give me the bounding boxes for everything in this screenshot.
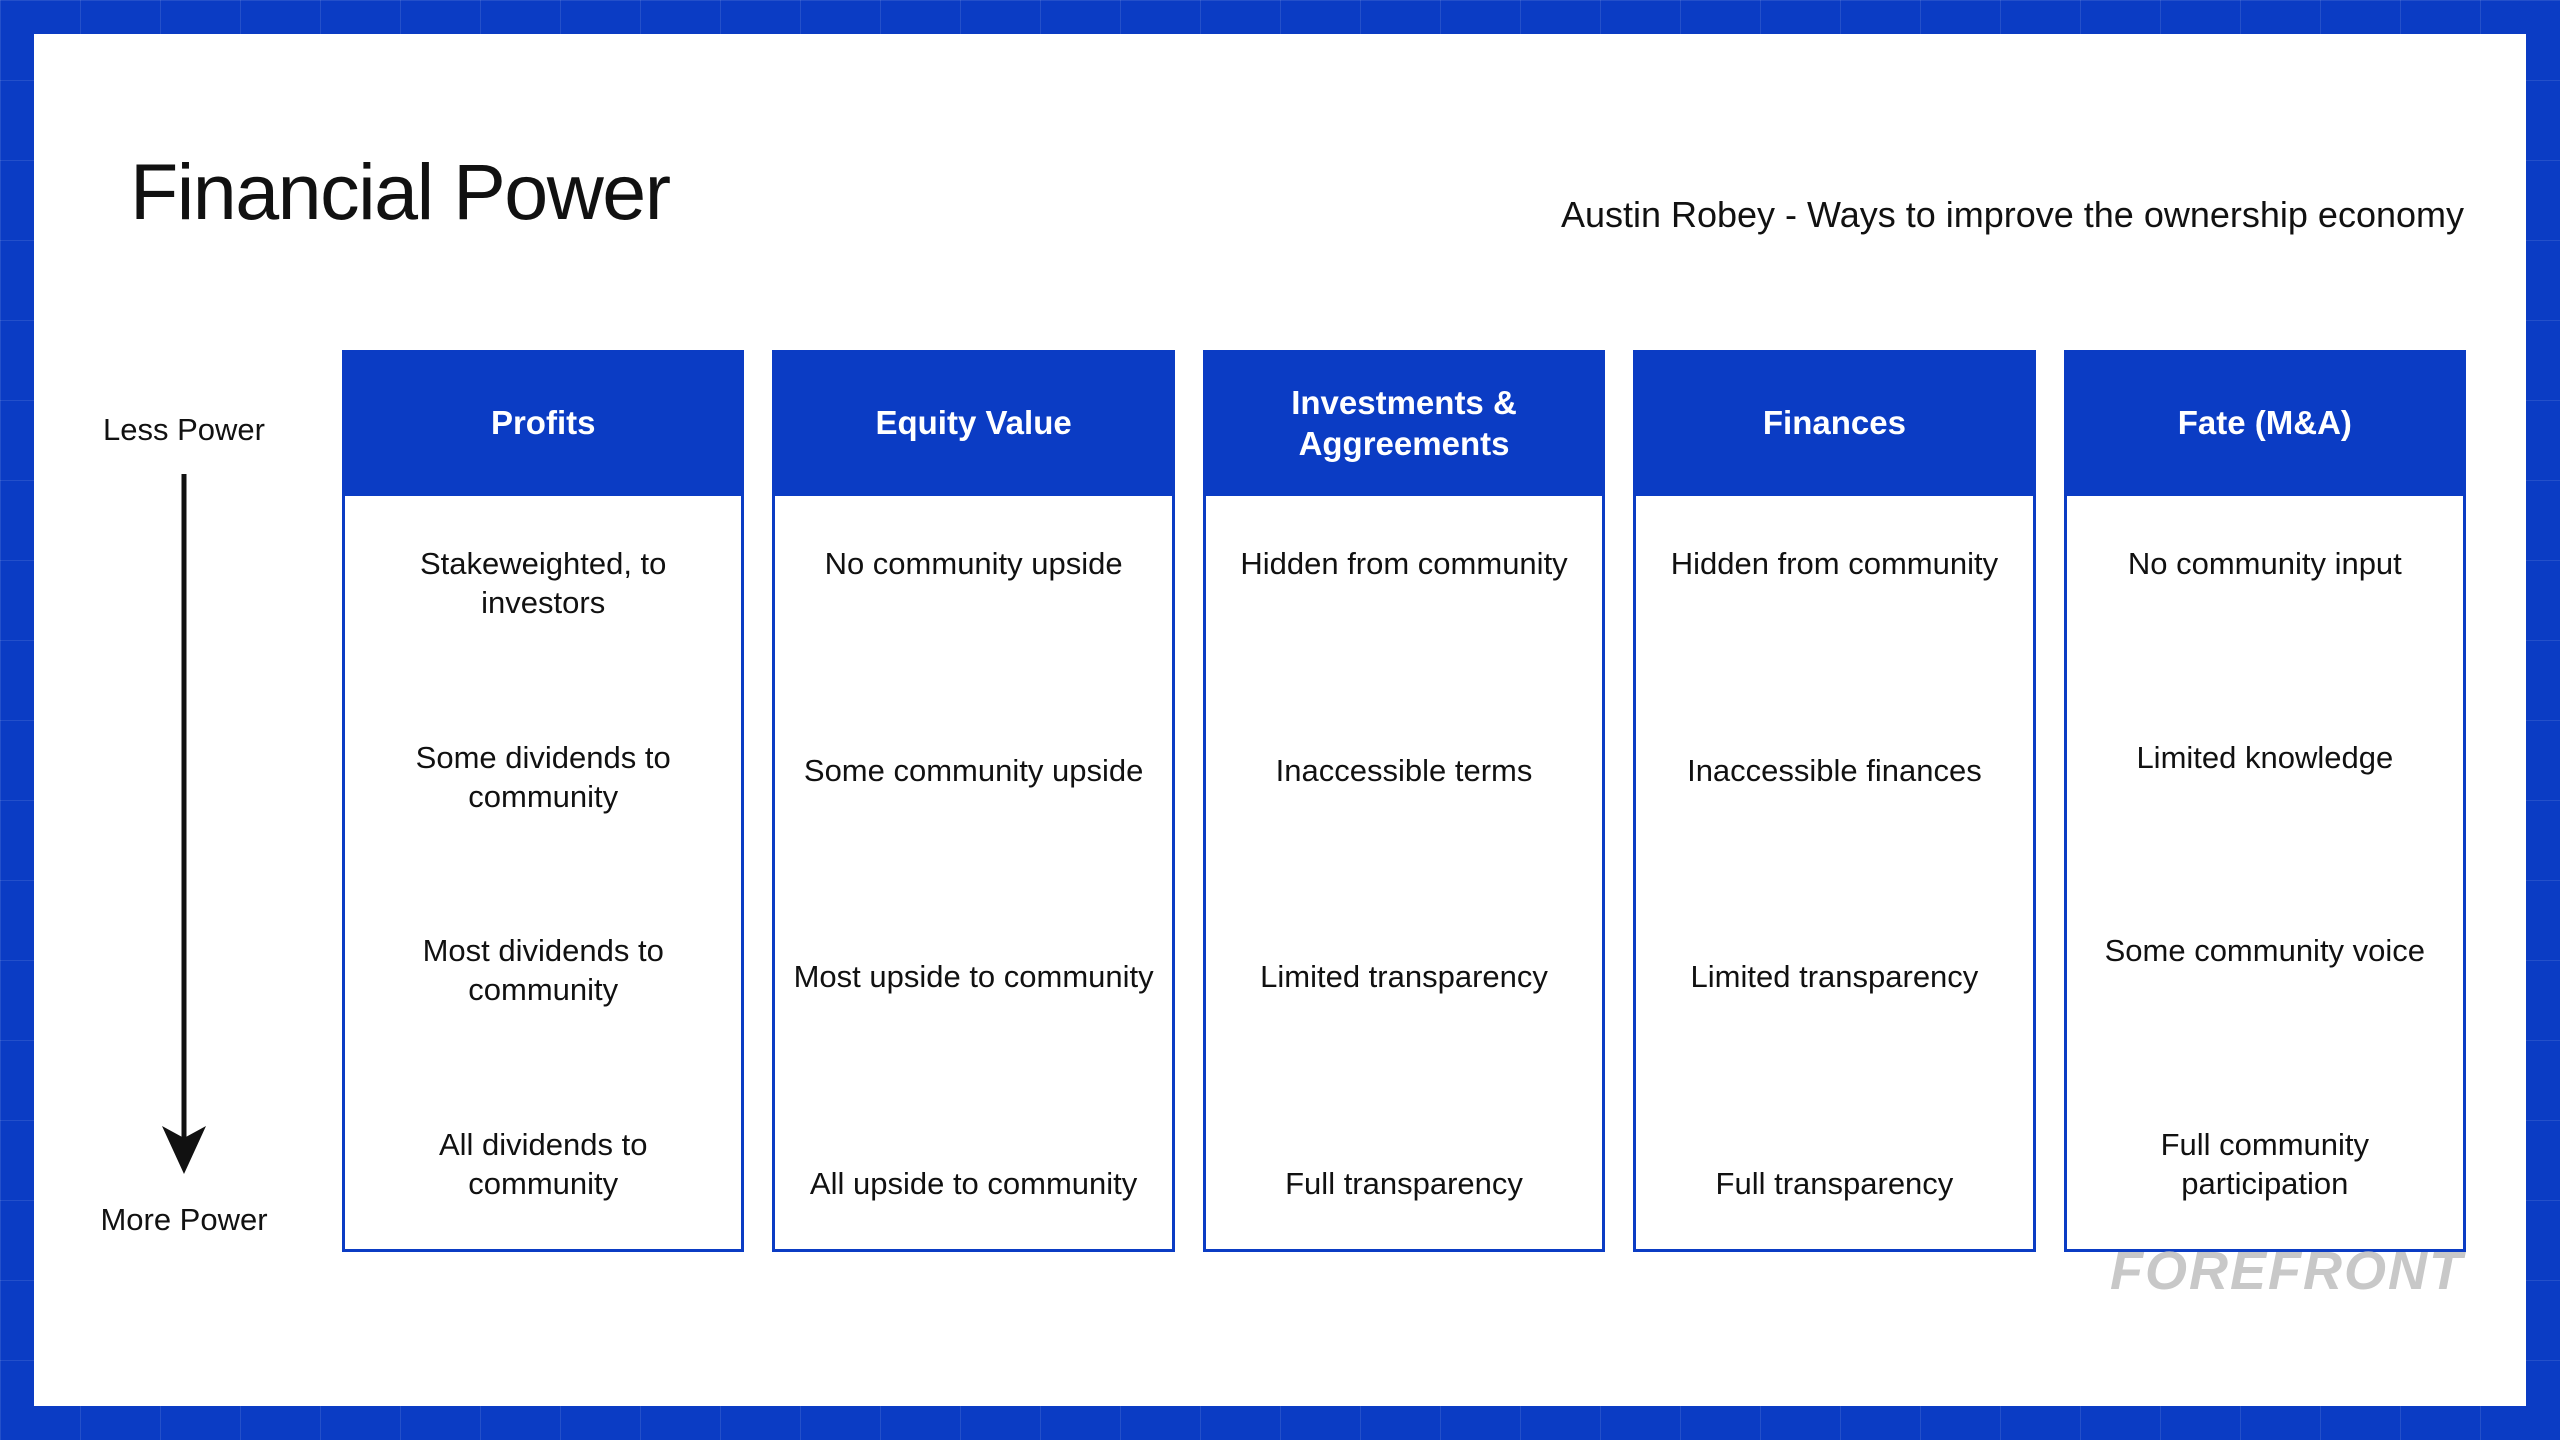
column-item: Most dividends to community	[422, 933, 664, 1008]
column-item: Limited knowledge	[2136, 739, 2394, 775]
comparison-table: Profits Stakeweighted, to investors Some…	[342, 350, 2467, 1252]
column-item: Some community voice	[2104, 933, 2426, 969]
column-header: Finances	[1633, 350, 2036, 496]
power-axis: Less Power More Power	[54, 414, 314, 1244]
column-item: Full transparency	[1285, 1165, 1523, 1201]
column-item: Some dividends to community	[415, 739, 671, 814]
column-item: No community input	[2127, 546, 2402, 581]
axis-label-less-power: Less Power	[103, 412, 265, 447]
brand-logo: FOREFRONT	[2110, 1241, 2464, 1301]
column-item: All dividends to community	[438, 1126, 648, 1201]
slide-header: Financial Power Austin Robey - Ways to i…	[34, 34, 2526, 294]
column-header: Fate (M&A)	[2063, 350, 2467, 496]
page-title: Financial Power	[130, 147, 671, 236]
column-body: Hidden from community Inaccessible terms…	[1202, 496, 1606, 1252]
column-item: Full community participation	[2160, 1126, 2370, 1201]
table-column-investments-agreements: Investments & Aggreements Hidden from co…	[1202, 350, 1606, 1252]
column-item: All upside to community	[809, 1165, 1138, 1201]
table-column-profits: Profits Stakeweighted, to investors Some…	[342, 350, 745, 1252]
column-item: Inaccessible finances	[1687, 752, 1982, 788]
axis-label-more-power: More Power	[100, 1202, 268, 1237]
column-body: No community input Limited knowledge Som…	[2063, 496, 2467, 1252]
column-body: Stakeweighted, to investors Some dividen…	[342, 496, 745, 1252]
column-item: Limited transparency	[1260, 959, 1548, 995]
column-item: Hidden from community	[1670, 546, 1999, 581]
column-item: Limited transparency	[1690, 959, 1979, 995]
column-item: Full transparency	[1715, 1165, 1954, 1201]
header-subtitle: Austin Robey - Ways to improve the owner…	[1560, 194, 2464, 235]
column-header: Investments & Aggreements	[1202, 350, 1606, 496]
down-arrow-icon	[162, 474, 206, 1174]
slide-canvas: Financial Power Austin Robey - Ways to i…	[34, 34, 2526, 1406]
column-body: No community upside Some community upsid…	[772, 496, 1175, 1252]
table-column-finances: Finances Hidden from community Inaccessi…	[1633, 350, 2036, 1252]
column-header: Profits	[342, 350, 745, 496]
column-item: Stakeweighted, to investors	[419, 546, 667, 621]
column-item: Some community upside	[803, 752, 1144, 788]
column-item: Inaccessible terms	[1275, 752, 1533, 788]
column-body: Hidden from community Inaccessible finan…	[1633, 496, 2036, 1252]
column-item: Hidden from community	[1240, 546, 1568, 581]
table-column-fate-ma: Fate (M&A) No community input Limited kn…	[2063, 350, 2467, 1252]
column-header: Equity Value	[772, 350, 1175, 496]
column-item: Most upside to community	[793, 959, 1154, 995]
table-column-equity-value: Equity Value No community upside Some co…	[772, 350, 1175, 1252]
column-item: No community upside	[824, 546, 1123, 581]
